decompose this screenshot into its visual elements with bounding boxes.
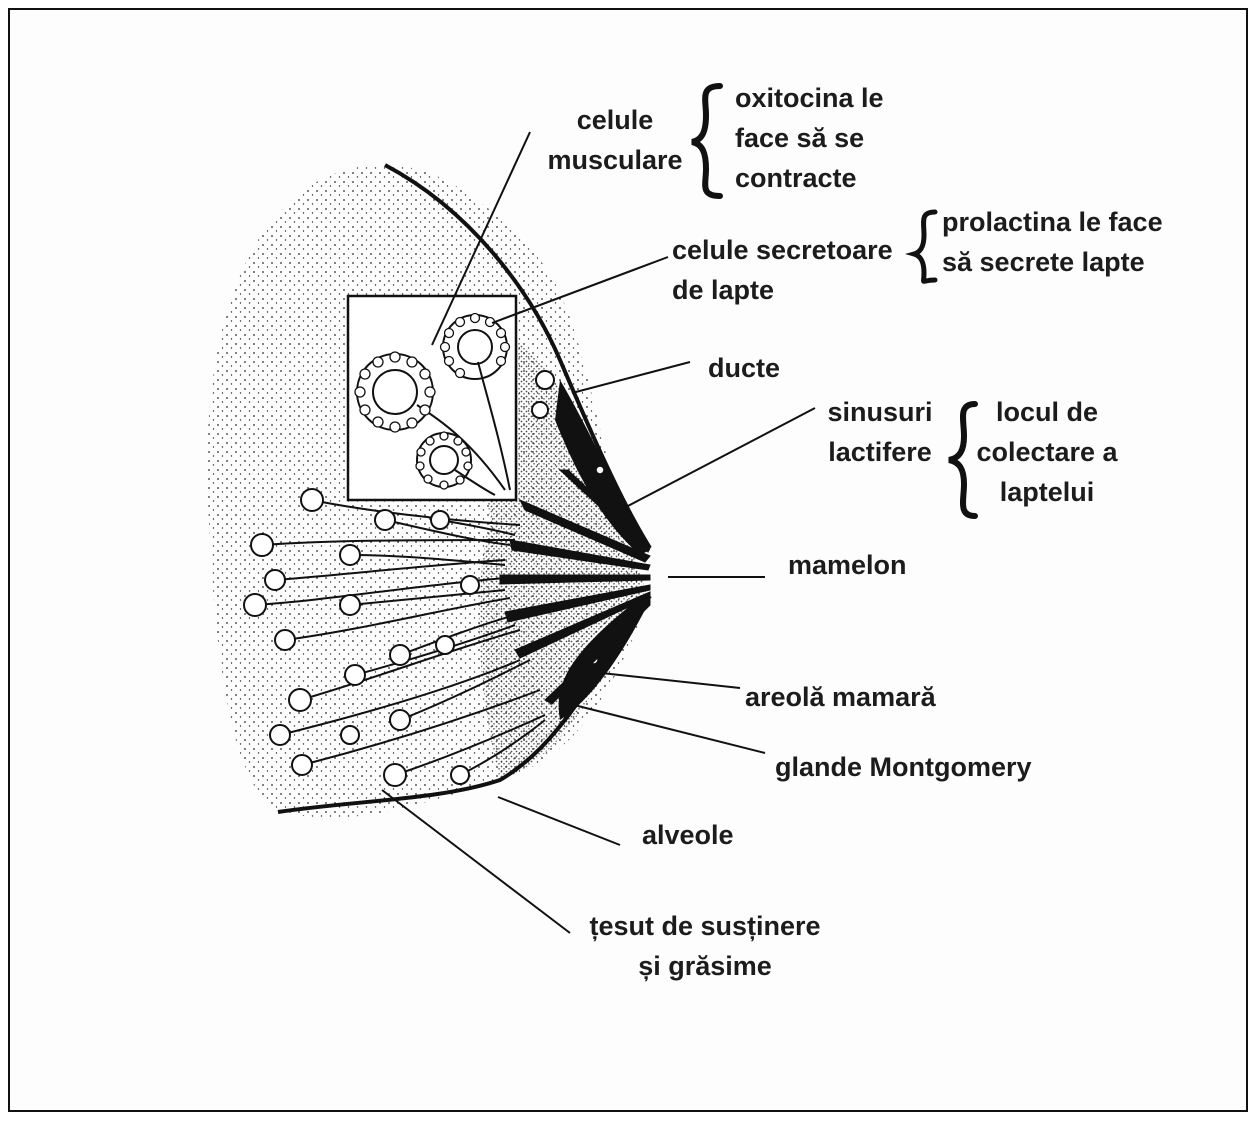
label-sinusuri-lactifere: sinusuri lactifere — [820, 392, 940, 472]
label-mamelon: mamelon — [788, 545, 907, 585]
inset-box — [348, 296, 516, 500]
label-ducte: ducte — [708, 348, 780, 388]
label-oxitocina: oxitocina le face să se contracte — [735, 78, 884, 198]
label-alveole: alveole — [642, 815, 734, 855]
label-areola-mamara: areolă mamară — [745, 677, 936, 717]
label-prolactina: prolactina le face să secrete lapte — [942, 202, 1163, 282]
label-celule-secretoare: celule secretoare de lapte — [672, 230, 893, 310]
label-tesut-grasime: țesut de susținere și grăsime — [565, 906, 845, 986]
label-celule-musculare: celule musculare — [540, 100, 690, 180]
label-locul-colectare: locul de colectare a laptelui — [972, 392, 1122, 512]
label-glande-montgomery: glande Montgomery — [775, 747, 1032, 787]
